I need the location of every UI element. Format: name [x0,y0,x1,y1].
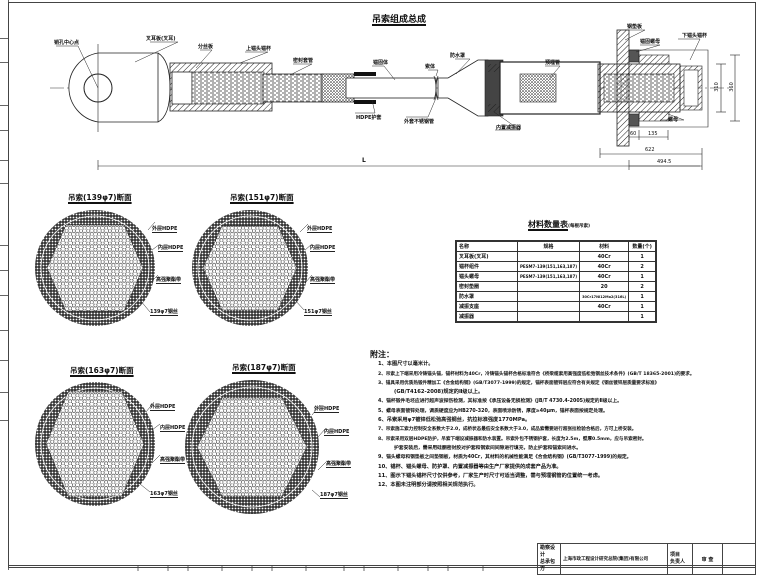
label-nut: 螺母 [668,117,679,123]
drawing-frame [8,2,756,568]
note-item: 6、吊索采用φ7镀锌低松弛高强钢丝，抗拉标准强度1770MPa。 [378,417,531,424]
note-item: 9、锚头螺母和钢垫板之间垫钢板，材质为40Cr，其材料的机械性能满足《合金结构钢… [378,455,632,461]
label-dividing-plate: 分丝板 [198,44,214,50]
note-item-continued: (GB/T4162-2008)规定的Ⅱ级以上。 [394,389,484,396]
label-anchor-nut: 锚固螺母 [640,39,661,45]
note-item: 10、锚杯、锚头螺母、防护罩、内置减振器等由生产厂家提供的成套产品为准。 [378,463,562,470]
label-cable-body: 索体 [425,64,436,70]
header-name: 名称 [455,240,518,252]
label-waterproof-cover: 防水罩 [450,53,466,59]
note-item: 5、螺母表面镀锌处理，调质硬度应为HB270-320，表面喷涂防锈，厚度≥40μ… [378,408,608,414]
waterproof-cover [447,59,489,117]
note-item: 12、本图未注明部分请按照相关规范执行。 [378,482,479,489]
section-187-outer: 外层HDPE [314,406,340,413]
section-187-wire: 187φ7钢丝 [320,492,348,499]
lower-anchor-cup [597,63,703,113]
section-163-wire: 163φ7钢丝 [150,491,178,498]
upper-anchor-cup [169,62,273,112]
note-item: 4、锚杯锻件毛坯应进行超声波探伤检测，其标准按《承压设备无损检测》(JB/T 4… [378,399,622,405]
notes-block: 附注： 1、本图尺寸以毫米计。 2、吊索上下端采用冷铸锚头锚，锚杯材料为40Cr… [370,350,752,490]
dim-494-5: 494.5 [657,159,672,165]
label-upper-anchor-cup: 上锚头锚杯 [246,46,272,52]
note-item: 2、吊索上下端采用冷铸锚头锚，锚杯材料为40Cr，冷铸锚头锚杯合格标准符合《桥梁… [378,371,695,377]
materials-table-subtitle: (每根吊索) [568,224,591,229]
label-embedded-pipe: 预埋管 [545,60,561,66]
materials-table-title: 材料数量表 [528,220,568,229]
header-material: 材料 [579,240,630,252]
table-header-row: 名称 规格 材料 数量(个) [455,240,657,252]
section-187-inner: 内层HDPE [324,429,350,436]
note-item: 3、锚具采用优质热锻件精加工《合金结构钢》(GB/T3077-1999)的规定，… [378,380,660,386]
sealing-sleeve [262,73,324,103]
label-fork-ear: 叉耳板(叉耳) [146,36,176,42]
label-anchor-body: 锚固体 [373,60,389,66]
dim-135: 135 [648,131,658,137]
label-pin-center: 销孔中心点 [54,40,80,46]
hanger-assembly-drawing [50,29,740,170]
section-151-inner: 内层HDPE [310,245,336,252]
label-length-L: L [362,157,366,164]
section-139-tape: 高强聚酯带 [156,277,182,284]
section-151-tape: 高强聚酯带 [310,277,336,284]
section-139-title: 吊索(139φ7)断面 [68,193,132,202]
label-steel-plate: 钢垫板 [627,24,643,30]
drawing-title: 吊索组成总成 [372,15,427,25]
section-163-inner: 内层HDPE [160,425,186,432]
section-139-inner: 内层HDPE [158,245,184,252]
dim-310: 310 [713,82,720,92]
label-inner-damper: 内置减振器 [496,125,522,131]
bottom-title-strip [8,565,756,571]
section-139-wire: 139φ7钢丝 [150,309,178,316]
note-item: 1、本图尺寸以毫米计。 [378,361,434,368]
note-item: 7、吊索施工索力控制安全系数大于2.0，成桥状态最低安全系数大于3.0，成品索需… [378,427,637,433]
section-151-wire: 151φ7钢丝 [304,309,332,316]
label-hdpe-sheath: HDPE护套 [356,115,382,121]
note-item: 8、吊索采用双层HDPE防护，吊索下端设减振器和防水装置。吊索外包不锈钢护套，长… [378,436,647,442]
section-151-title: 吊索(151φ7)断面 [230,193,294,202]
dim-622: 622 [645,147,655,153]
dimension-lines [97,54,740,170]
header-qty: 数量(个) [628,240,657,252]
dim-60: 60 [630,131,637,137]
section-163-tape: 高强聚酯带 [160,457,186,464]
section-163-title: 吊索(163φ7)断面 [70,366,134,375]
section-187-title: 吊索(187φ7)断面 [232,363,296,372]
section-187-tape: 高强聚酯带 [326,461,352,468]
section-163-outer: 外层HDPE [150,404,176,411]
section-139-outer: 外层HDPE [152,226,178,233]
steel-plate [616,29,630,147]
label-sealing-sleeve: 密封套管 [293,58,314,64]
dim-360: 360 [728,82,735,92]
note-item: 11、图示下锚头锚杯尺寸仅供参考，厂家生产时尺寸可适当调整，需与预埋钢管的位置统… [378,472,604,479]
notes-heading: 附注： [370,350,394,359]
header-spec: 规格 [516,240,581,252]
note-item-continued: 护套安装后，需采用硅酮密封胶对护套和钢索间间隙进行填充，防止护套和锚索间进水。 [394,445,582,451]
label-lower-anchor-cup: 下锚头锚杯 [682,33,708,39]
label-outer-ss-tube: 外套不锈钢管 [404,119,435,125]
section-151-outer: 外层HDPE [307,226,333,233]
fork-ear-plate [68,44,171,132]
leader-lines [56,29,701,131]
